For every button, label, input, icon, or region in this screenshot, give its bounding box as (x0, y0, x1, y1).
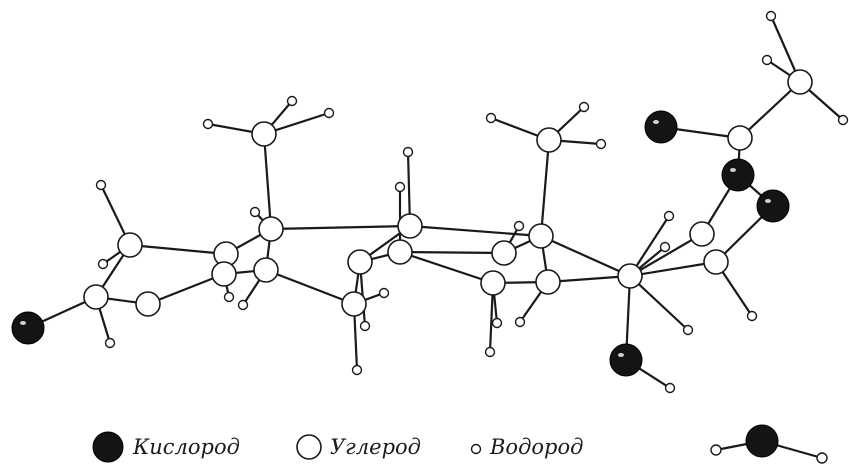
hydrogen-atom-h23 (659, 241, 671, 253)
bond-C7-C8 (262, 132, 273, 231)
oxygen-atom-o3 (721, 158, 755, 192)
legend-carbon-symbol (296, 434, 322, 460)
carbon-atom-c1 (83, 284, 109, 310)
carbon-atom-c22 (787, 69, 813, 95)
hydrogen-atom-h1 (104, 337, 116, 349)
oxygen-highlight-o3 (730, 168, 736, 172)
water-hydrogen-right (816, 452, 828, 464)
bond-C2-C5 (146, 272, 226, 306)
bond-C11-C14 (398, 250, 495, 285)
legend-oxygen-symbol (92, 431, 124, 463)
oxygen-atom-o2 (644, 110, 678, 144)
hydrogen-atom-h12 (351, 364, 363, 376)
carbon-atom-c19 (689, 221, 715, 247)
carbon-atom-c21 (727, 125, 753, 151)
water-hydrogen-left (710, 444, 722, 456)
hydrogen-atom-h26 (664, 382, 676, 394)
bond-C21-C22 (738, 80, 802, 140)
legend-oxygen-label: Кислород (132, 435, 240, 459)
bond-C6-C10 (264, 268, 356, 306)
carbon-atom-c16 (535, 269, 561, 295)
hydrogen-atom-h9 (249, 206, 261, 218)
hydrogen-atom-h11 (394, 181, 406, 193)
carbon-atom-c9 (347, 249, 373, 275)
bond-C18-C19 (628, 232, 704, 278)
hydrogen-atom-h18 (578, 101, 590, 113)
hydrogen-atom-h6 (323, 107, 335, 119)
bond-C12-C15 (408, 224, 543, 238)
hydrogen-atom-h10 (402, 146, 414, 158)
oxygen-atom-o1 (11, 311, 45, 345)
carbon-atom-c7 (258, 216, 284, 242)
bond-C11-C13 (398, 250, 506, 255)
bond-C18-H24 (628, 274, 690, 332)
legend-oxygen: Кислород (92, 431, 240, 463)
bond-C16-C18 (546, 274, 632, 284)
legend-carbon-label: Углерод (330, 435, 421, 459)
legend: Кислород Углерод Водород (92, 424, 828, 464)
bond-C3-C4 (128, 243, 228, 256)
hydrogen-atom-h19 (595, 138, 607, 150)
hydrogen-atom-h7 (223, 291, 235, 303)
atoms-layer (11, 10, 849, 394)
hydrogen-atom-h21 (514, 316, 526, 328)
hydrogen-atom-h5 (286, 95, 298, 107)
carbon-atom-c20 (703, 249, 729, 275)
hydrogen-atom-h17 (485, 112, 497, 124)
carbon-atom-c2 (135, 291, 161, 317)
legend-hydrogen-label: Водород (489, 435, 583, 459)
legend-hydrogen: Водород (470, 435, 583, 459)
hydrogen-atom-h24 (682, 324, 694, 336)
carbon-atom-c8 (251, 121, 277, 147)
bond-C7-C12 (269, 224, 412, 231)
water-oxygen (745, 424, 779, 458)
water-molecule-symbol (710, 424, 828, 464)
carbon-atom-c15 (528, 223, 554, 249)
oxygen-highlight-o5 (618, 353, 624, 357)
hydrogen-atom-h14 (359, 320, 371, 332)
hydrogen-atom-h27 (765, 10, 777, 22)
bonds-layer (26, 14, 845, 390)
carbon-atom-c11 (387, 239, 413, 265)
legend-carbon: Углерод (296, 434, 421, 460)
hydrogen-atom-h25 (746, 310, 758, 322)
bond-C15-C17 (539, 138, 551, 238)
carbon-atom-c18 (617, 263, 643, 289)
carbon-atom-c6 (253, 257, 279, 283)
carbon-atom-c5 (211, 261, 237, 287)
oxygen-highlight-o2 (653, 120, 659, 124)
hydrogen-atom-h2 (95, 179, 107, 191)
carbon-atom-c14 (480, 270, 506, 296)
hydrogen-atom-h28 (761, 54, 773, 66)
hydrogen-atom-h20 (513, 220, 525, 232)
hydrogen-atom-h29 (837, 114, 849, 126)
hydrogen-atom-h3 (97, 258, 109, 270)
oxygen-highlight-o4 (765, 199, 771, 203)
carbon-atom-c13 (491, 240, 517, 266)
legend-hydrogen-symbol (470, 443, 482, 455)
oxygen-atom-o5 (609, 343, 643, 377)
hydrogen-atom-h16 (491, 317, 503, 329)
oxygen-highlight-o1 (20, 321, 26, 325)
carbon-atom-c17 (536, 127, 562, 153)
hydrogen-atom-h4 (202, 118, 214, 130)
bond-C15-C18 (539, 234, 632, 278)
hydrogen-atom-h13 (378, 287, 390, 299)
carbon-atom-c3 (117, 232, 143, 258)
hydrogen-atom-h15 (484, 346, 496, 358)
carbon-atom-c10 (341, 291, 367, 317)
hydrogen-atom-h22 (663, 210, 675, 222)
oxygen-atom-o4 (756, 189, 790, 223)
bond-C18-C20 (628, 260, 718, 278)
hydrogen-atom-h8 (237, 299, 249, 311)
carbon-atom-c12 (397, 213, 423, 239)
